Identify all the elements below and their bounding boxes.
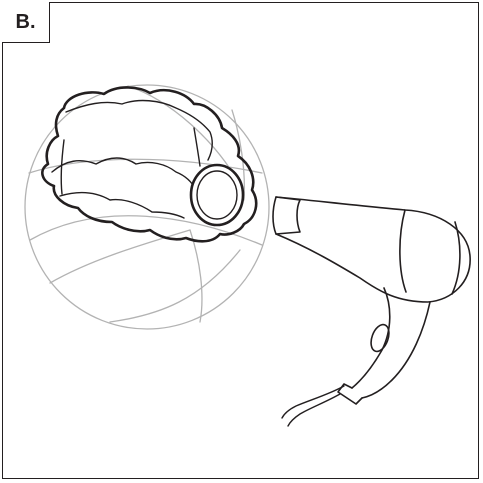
power-cord-icon (282, 386, 344, 426)
hair-dryer-icon (273, 197, 470, 404)
shower-cap-icon (42, 87, 256, 241)
